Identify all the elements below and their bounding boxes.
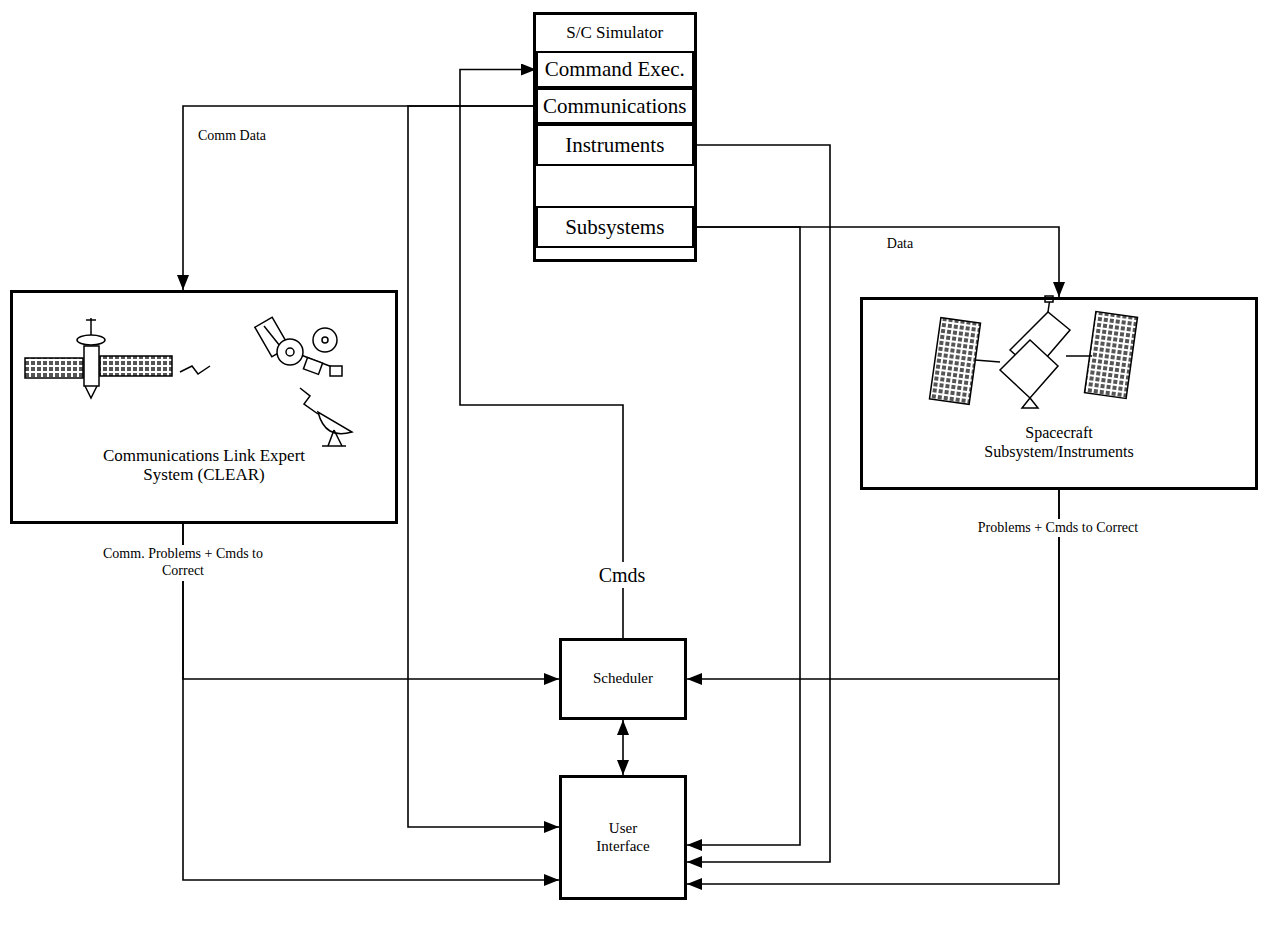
expert-system-box: Communications Link Expert System (CLEAR…: [10, 290, 398, 524]
edge-label: Cmds: [596, 562, 649, 588]
module-row: Subsystems: [536, 206, 694, 248]
edge-label: Problems + Cmds to Correct: [975, 519, 1141, 538]
process-box: Scheduler: [559, 638, 687, 720]
ground-antenna: [318, 412, 352, 446]
node-text: Instruments: [565, 133, 664, 157]
node-text: S/C Simulator: [566, 23, 663, 43]
simulator-box: S/C SimulatorCommand Exec. Communications…: [533, 12, 697, 262]
telescope-spacecraft: [929, 296, 1137, 408]
connector: [694, 227, 1060, 297]
connector: [622, 720, 624, 775]
node-text: Spacecraft Subsystem/Instruments: [959, 424, 1159, 461]
connector: [687, 145, 830, 862]
connector: [687, 490, 1059, 884]
module-row: Communications: [536, 88, 694, 124]
radio-link: [300, 388, 318, 414]
edge-label: Comm. Problems + Cmds to Correct: [83, 545, 283, 581]
edge-label: Comm Data: [195, 127, 269, 146]
user-spacecraft: [255, 317, 342, 376]
node-text: User Interface: [588, 820, 658, 855]
node-text: Communications Link Expert System (CLEAR…: [79, 446, 329, 485]
edge-label: Data: [884, 235, 916, 254]
spacecraft-box: Spacecraft Subsystem/Instruments: [860, 297, 1258, 490]
node-text: Communications: [543, 94, 687, 118]
module-row: Command Exec.: [536, 51, 694, 88]
node-text: Command Exec.: [545, 57, 685, 81]
node-text: Subsystems: [565, 215, 664, 239]
connector: [183, 106, 536, 290]
relay-satellite: [25, 318, 172, 398]
radio-link: [180, 366, 210, 374]
node-text: Scheduler: [593, 670, 653, 687]
connector: [687, 227, 800, 845]
process-box: User Interface: [559, 775, 687, 900]
module-row: Instruments: [536, 124, 694, 166]
